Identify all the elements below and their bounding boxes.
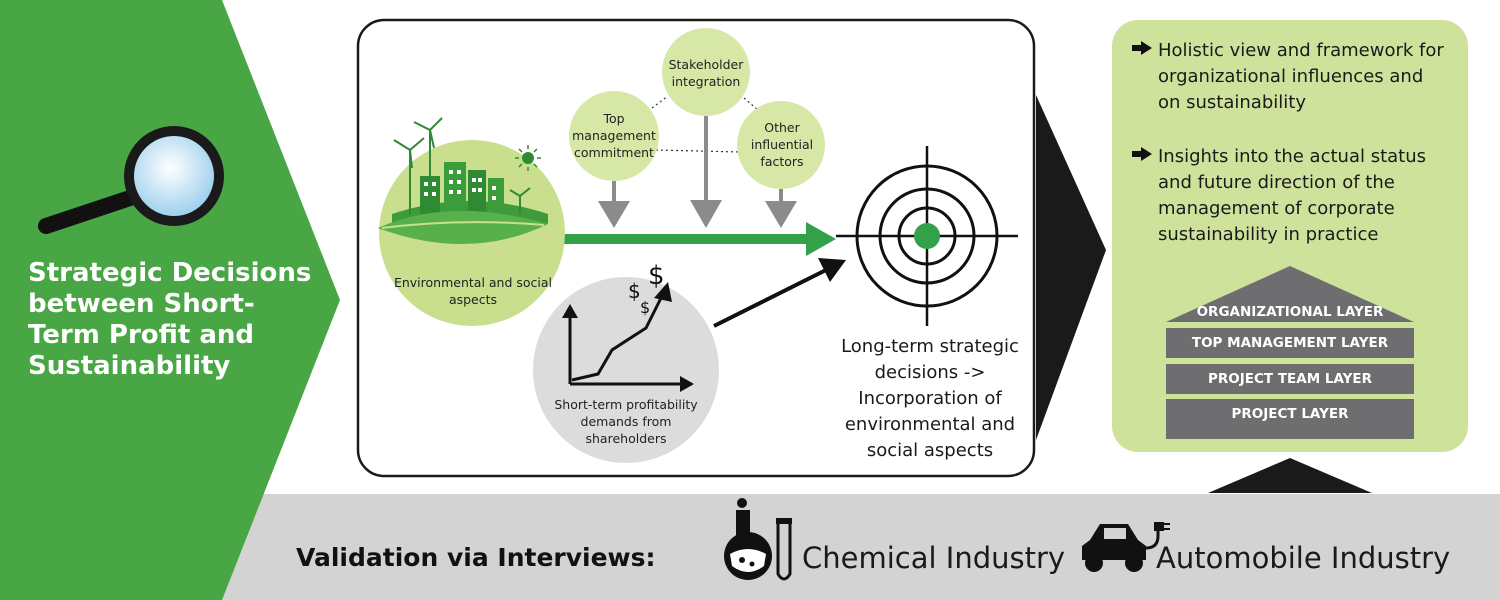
node-label-other-factors: Other influential factors	[750, 120, 814, 169]
layer-project: PROJECT LAYER	[1231, 406, 1349, 422]
layer-project-team: PROJECT TEAM LAYER	[1208, 371, 1372, 387]
svg-text:$: $	[628, 279, 641, 303]
magnifier-icon	[38, 126, 224, 234]
main-flow-arrow	[562, 222, 836, 256]
layer-house	[1166, 266, 1414, 439]
svg-text:$: $	[648, 261, 665, 291]
band-pointer	[1208, 458, 1372, 493]
insight-holistic-view: Holistic view and framework for organiza…	[1158, 40, 1444, 113]
layer-organizational: ORGANIZATIONAL LAYER	[1196, 304, 1384, 320]
dollar-icon: $ $ $	[628, 261, 665, 317]
test-tube-icon	[776, 518, 792, 581]
green-city-leaf-icon	[378, 117, 548, 245]
insight-actual-status: Insights into the actual status and futu…	[1158, 146, 1427, 245]
profit-chart-icon	[562, 282, 694, 392]
node-connectors	[651, 95, 759, 153]
diagram-panel	[356, 18, 1036, 478]
node-stakeholder	[662, 28, 750, 116]
side-title: Strategic Decisions between Short-Term P…	[28, 258, 312, 381]
flask-icon	[724, 498, 772, 580]
target-icon	[836, 146, 1018, 326]
node-label-environmental: Environmental and social aspects	[393, 275, 553, 307]
node-label-stakeholder: Stakeholder integration	[668, 57, 744, 89]
side-chevron	[0, 0, 340, 600]
profit-to-target-arrow	[713, 258, 846, 328]
sun-icon	[515, 145, 541, 171]
long-term-decisions-label: Long-term strategic decisions -> Incorpo…	[841, 336, 1019, 461]
node-top-management	[569, 91, 659, 181]
influence-arrows	[598, 116, 797, 228]
node-label-profitability: Short-term profitability demands from sh…	[554, 397, 698, 446]
svg-text:$: $	[640, 298, 650, 317]
node-other-factors	[737, 101, 825, 189]
layer-top-management: TOP MANAGEMENT LAYER	[1191, 335, 1389, 351]
node-profitability	[533, 277, 719, 463]
node-label-top-management: Top management commitment	[572, 111, 656, 160]
electric-car-icon	[1082, 522, 1170, 572]
arrow-right-icon	[1132, 41, 1152, 161]
validation-label: Validation via Interviews:	[296, 543, 656, 572]
industry-chemical: Chemical Industry	[802, 541, 1066, 575]
industry-automobile: Automobile Industry	[1156, 541, 1451, 575]
output-arrow	[1036, 95, 1106, 440]
